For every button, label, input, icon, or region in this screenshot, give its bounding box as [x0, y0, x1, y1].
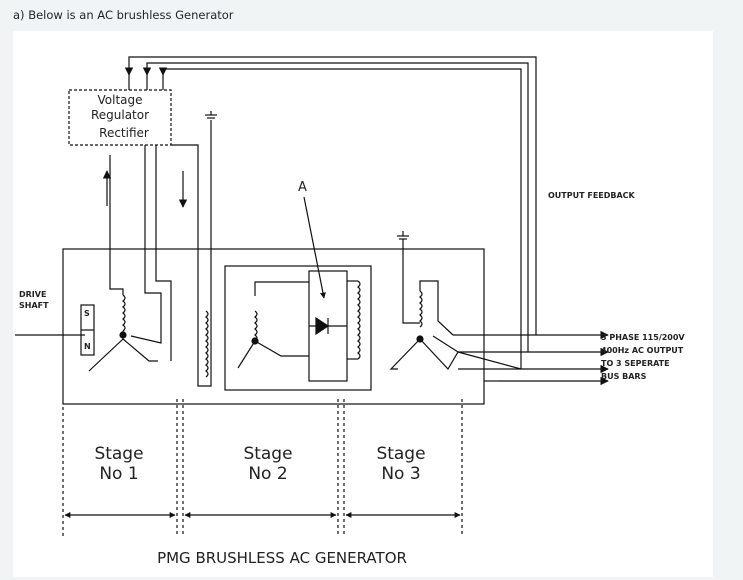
- drive-shaft-label-1: DRIVE: [19, 290, 46, 299]
- output-label-4: BUS BARS: [601, 372, 647, 381]
- drive-shaft-label-2: SHAFT: [19, 301, 49, 310]
- output-feedback-lines: [124, 56, 537, 369]
- stage3-label-2: No 3: [381, 464, 420, 484]
- output-label-1: 3 PHASE 115/200V: [601, 333, 685, 342]
- output-lines: [453, 330, 609, 386]
- question-text: a) Below is an AC brushless Generator: [13, 8, 234, 22]
- generator-housing: [62, 248, 485, 405]
- stage3-stator-coil: [419, 290, 423, 328]
- stage1-stator-coil: [122, 294, 126, 332]
- marker-a-label: A: [298, 180, 307, 195]
- output-feedback-label: OUTPUT FEEDBACK: [548, 191, 636, 200]
- regulator-label-2: Regulator: [91, 108, 149, 122]
- stage3-label-1: Stage: [376, 444, 425, 464]
- regulator-label-1: Voltage: [97, 93, 142, 107]
- generator-diagram: Voltage Regulator Rectifier DRIVE SHAFT …: [13, 31, 713, 577]
- stage1-label-2: No 1: [99, 464, 138, 484]
- output-label-2: 400Hz AC OUTPUT: [601, 346, 684, 355]
- diagram-canvas: Voltage Regulator Rectifier DRIVE SHAFT …: [15, 56, 685, 567]
- stage2-enclosure: [224, 265, 372, 391]
- output-label-3: TO 3 SEPERATE: [601, 359, 670, 368]
- diagram-title: PMG BRUSHLESS AC GENERATOR: [157, 549, 407, 567]
- stage2-label-2: No 2: [248, 464, 287, 484]
- main-field-coil: [357, 280, 361, 360]
- magnet-north-label: N: [84, 342, 91, 351]
- regulator-box: [68, 89, 172, 146]
- magnet-south-label: S: [84, 309, 90, 318]
- stage2-rotor-coil: [254, 310, 258, 342]
- stage1-label-1: Stage: [94, 444, 143, 464]
- stage2-label-1: Stage: [243, 444, 292, 464]
- regulator-label-3: Rectifier: [99, 126, 149, 140]
- marker-a-pointer: [303, 196, 326, 299]
- stage-boundaries: [62, 399, 463, 536]
- exciter-field-coil: [205, 310, 209, 378]
